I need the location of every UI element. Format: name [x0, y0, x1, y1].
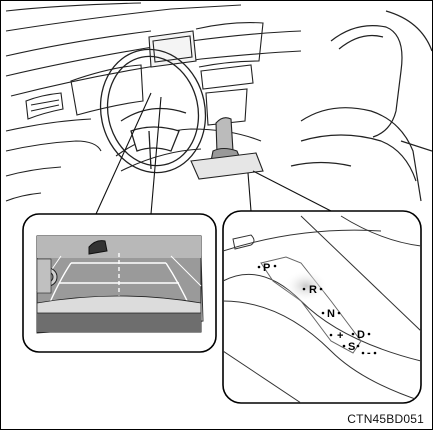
figure-caption: CTN45BD051 [347, 412, 424, 426]
camera-monitor-callout [23, 214, 216, 352]
gear-minus: - [367, 347, 371, 359]
gear-p: P [263, 262, 270, 274]
camera-view-screen [37, 236, 201, 332]
gear-r: R [309, 284, 317, 296]
shift-position-highlight [284, 270, 328, 302]
shift-gate-callout: P R N D S + - [223, 211, 421, 403]
shift-lever [191, 118, 263, 179]
gear-plus: + [337, 330, 343, 342]
gear-d: D [357, 329, 365, 341]
driver-seat [291, 11, 432, 201]
gear-s: S [348, 341, 355, 353]
gear-n: N [327, 308, 335, 320]
